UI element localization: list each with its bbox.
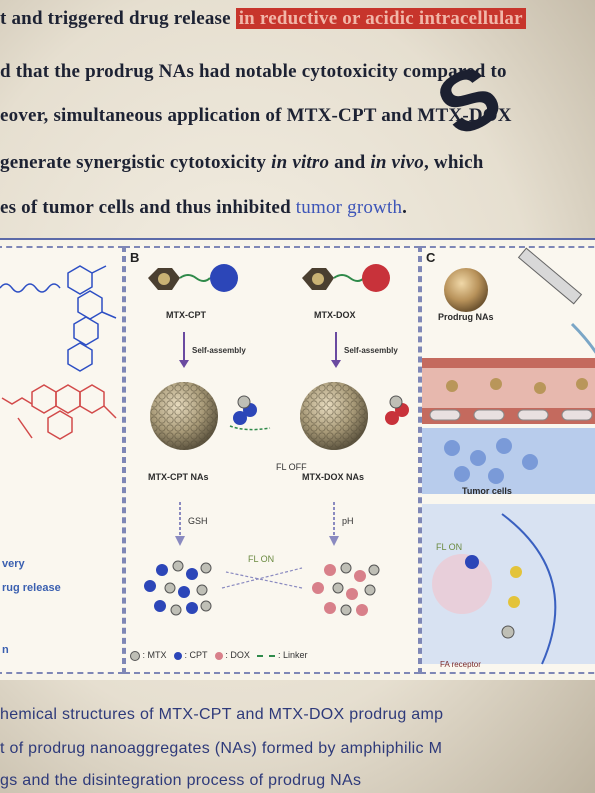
label-n: n [2,644,9,656]
panel-c-letter: C [426,250,436,265]
body-line-1: t and triggered drug release in reductiv… [0,8,526,30]
label-self-assembly-2: Self-assembly [344,346,398,355]
line1-text: t and triggered drug release [0,8,236,29]
prodrug-nas-injection [444,247,595,354]
legend-cpt: : CPT [184,650,208,660]
self-assembly-arrows [179,332,341,368]
legend-mtx-swatch [130,650,140,661]
legend-mtx: : MTX [142,650,167,660]
panel-c: C Prodrug NAs [420,246,595,674]
body-line-4: generate synergistic cytotoxicity in vit… [0,152,483,174]
label-mtx-dox-nas: MTX-DOX NAs [302,472,365,482]
label-fl-on-c: FL ON [436,542,463,552]
caption-line-1: hemical structures of MTX-CPT and MTX-DO… [0,706,444,723]
body-line-3: eover, simultaneous application of MTX-C… [0,105,512,126]
in-vitro-text: in vitro [271,152,330,173]
label-fl-off: FL OFF [276,462,307,472]
caption-line-2: t of prodrug nanoaggregates (NAs) formed… [0,740,443,757]
label-ph: pH [342,516,354,526]
label-drug-release: rug release [2,582,61,594]
legend-dox: : DOX [225,650,250,660]
legend-linker: : Linker [277,650,308,660]
blood-vessel [422,358,595,424]
panel-b: B MTX-CPT MTX-DOX Self-assembl [124,246,420,674]
released-drugs [144,560,380,616]
nanoaggregates [150,382,409,450]
line4-text: generate synergistic cytotoxicity [0,152,272,173]
line4-suffix: , which [424,152,484,173]
chemical-structure-red [1,384,117,440]
label-tumor-cells: Tumor cells [462,486,512,496]
legend-cpt-swatch [174,651,183,660]
tumor-cell-detail [422,504,595,665]
label-fa-receptor: FA receptor [440,660,481,669]
label-very: very [2,558,25,570]
figure: very rug release n B MTX-CPT MTX-DOX [0,238,595,680]
panel-a: very rug release n [0,246,124,674]
tumor-growth-link: tumor growth [295,197,403,218]
panel-b-letter: B [130,250,140,265]
body-line-5: es of tumor cells and thus inhibited tum… [0,197,407,219]
label-fl-on: FL ON [248,554,275,564]
label-prodrug-nas: Prodrug NAs [438,312,494,322]
legend-dox-swatch [214,651,223,660]
line5-suffix: . [402,197,408,218]
highlighted-text: in reductive or acidic intracellular [235,8,526,29]
tumor-cells-cluster [422,428,595,494]
line4-mid: and [329,152,371,173]
label-self-assembly-1: Self-assembly [192,346,246,355]
legend: : MTX : CPT : DOX : Linker [130,650,307,661]
line5-text: es of tumor cells and thus inhibited [0,197,296,218]
label-mtx-cpt: MTX-CPT [166,310,206,320]
label-mtx-dox: MTX-DOX [314,310,356,320]
legend-linker-swatch [257,654,276,657]
prodrug-molecules [148,264,390,292]
in-vivo-text: in vivo [370,152,425,173]
caption-line-3: gs and the disintegration process of pro… [0,772,362,789]
trigger-arrows [175,502,339,546]
label-mtx-cpt-nas: MTX-CPT NAs [148,472,209,482]
chemical-structure-blue [0,265,117,372]
body-line-2: d that the prodrug NAs had notable cytot… [0,61,507,82]
label-gsh: GSH [188,516,208,526]
